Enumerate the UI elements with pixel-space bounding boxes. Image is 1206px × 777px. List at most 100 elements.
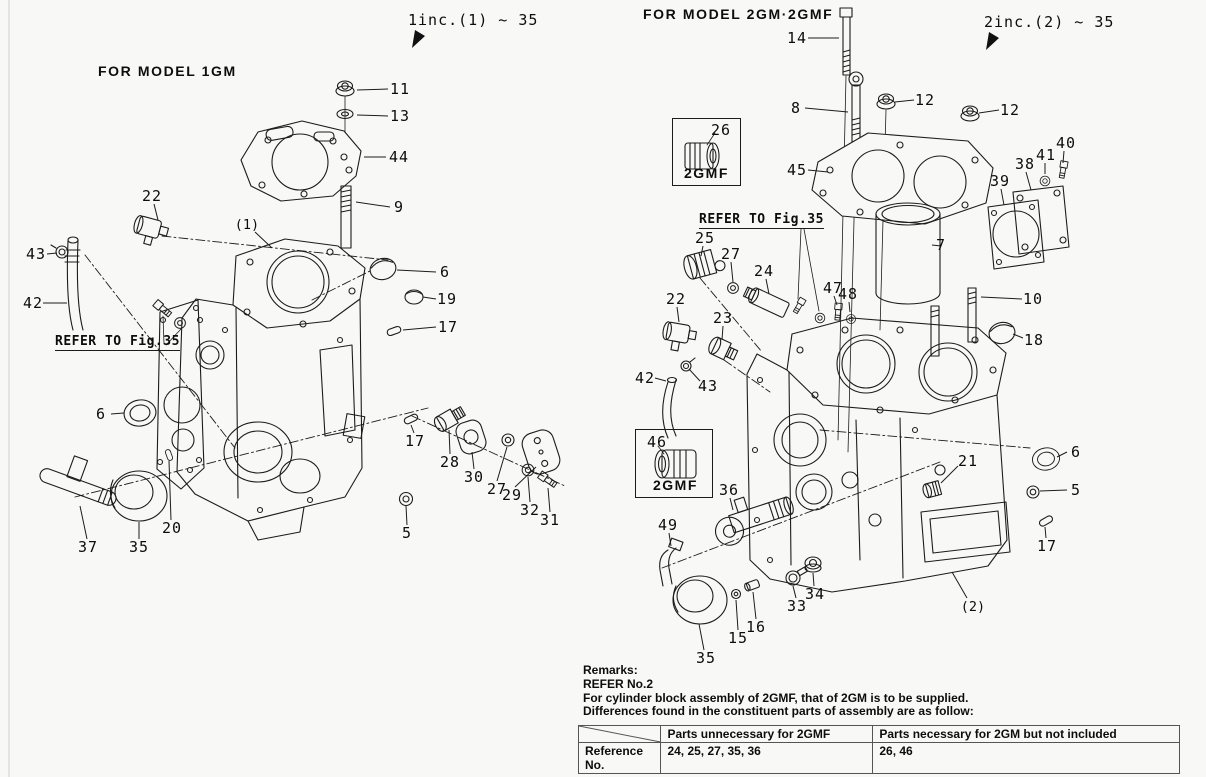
leader-line [1025,171,1032,191]
leader-line [765,278,770,295]
plug-25 [683,249,726,280]
leader-line [527,476,531,503]
o-ring-15 [730,588,742,600]
leader-line [110,412,125,415]
leader-line [355,201,391,208]
table-value-necessary: 26, 46 [872,742,1180,774]
part-callout-35: 35 [695,649,717,667]
leader-line [254,231,273,249]
leader-line [812,572,815,587]
inset-26-caption: 2GMF [684,165,729,181]
leader-line [752,591,757,620]
left-model-title: FOR MODEL 1GM [98,63,237,79]
leader-line [168,460,172,521]
part-callout-36: 36 [718,481,740,499]
table-header-unnecessary: Parts unnecessary for 2GMF [660,725,874,743]
leader-line [514,466,537,488]
diagonal-slash [579,726,661,742]
joint-28 [433,406,466,432]
plug-5r [1026,485,1040,499]
part-callout-27: 27 [720,245,742,263]
part-callout-39: 39 [989,172,1011,190]
part-callout-15: 15 [727,629,749,647]
part-callout-23: 23 [712,309,734,327]
leader-line [676,306,680,323]
head-gasket-44 [240,120,362,202]
part-callout-17: 17 [1036,537,1058,555]
2gm-block-body [746,353,1011,593]
part-callout-22: 22 [141,187,163,205]
gasket-30 [455,419,487,455]
leader-line [654,377,667,382]
leader-line [978,109,1000,114]
part-callout-13: 13 [389,107,411,125]
part-callout-32: 32 [519,501,541,519]
leader-line [79,505,88,540]
table-value-unnecessary: 24, 25, 27, 35, 36 [660,742,874,774]
part-callout-37: 37 [77,538,99,556]
part-callout-24: 24 [753,262,775,280]
assembly-ref-label: (1) [234,217,260,233]
pipe-42r [662,376,678,439]
scan-edge-artifact [8,0,10,777]
leader-line [729,497,734,511]
part-callout-40: 40 [1055,134,1077,152]
inset-46-ref: 46 [647,433,668,451]
table-corner-cell [577,725,662,743]
remarks-block: Remarks: REFER No.2 For cylinder block a… [583,663,974,719]
part-callout-35: 35 [128,538,150,556]
right-model-title: FOR MODEL 2GM·2GMF [643,6,834,22]
part-callout-34: 34 [804,585,826,603]
part-callout-38: 38 [1014,155,1036,173]
leader-line [1044,526,1047,539]
leader-line [721,325,724,341]
part-callout-30: 30 [463,468,485,486]
part-callout-45: 45 [786,161,808,179]
part-callout-29: 29 [501,486,523,504]
remarks-title: Remarks: [583,663,638,677]
2gm-block-top [786,317,1007,415]
2gm-drawing [659,7,1070,625]
leader-line [396,269,437,273]
leader-line [698,623,705,651]
part-callout-18: 18 [1023,331,1045,349]
refer-note-right: REFER TO Fig.35 [699,212,824,229]
leader-line [1062,150,1065,164]
part-callout-20: 20 [161,519,183,537]
leader-line [951,571,968,599]
right-range-note: 2inc.(2) ~ 35 [984,13,1115,31]
bearing-housing-35r [672,575,728,625]
part-callout-42: 42 [634,369,656,387]
nut-34 [804,556,822,573]
inset-box-46: 46 2GMF [635,429,713,498]
parts-comparison-table: Parts unnecessary for 2GMF Parts necessa… [577,725,1180,774]
leader-line [356,114,389,117]
table-row-label: Reference No. [577,742,662,774]
part-callout-48: 48 [837,285,859,303]
part-callout-19: 19 [436,290,458,308]
part-callout-17: 17 [437,318,459,336]
part-callout-49: 49 [657,516,679,534]
head-gasket-45 [811,132,994,225]
leader-line [405,505,408,526]
leader-line [496,446,508,482]
leader-line [940,465,959,484]
leader-line [931,244,942,247]
pennant-arrow-icon-left [412,30,425,48]
leader-line [735,599,739,631]
part-callout-42: 42 [22,294,44,312]
leader-line [422,296,437,300]
pennant-arrow-icon-right [986,32,999,50]
part-callout-5: 5 [401,524,413,542]
leader-line [153,203,159,221]
leader-line [356,88,389,91]
leader-line [804,107,849,113]
leader-line [402,326,437,331]
joint-24 [742,286,790,318]
bolt-33 [785,566,809,586]
leader-line [792,585,797,599]
leader-line [1012,333,1024,339]
side-cover-38 [1012,185,1070,255]
part-callout-28: 28 [439,453,461,471]
